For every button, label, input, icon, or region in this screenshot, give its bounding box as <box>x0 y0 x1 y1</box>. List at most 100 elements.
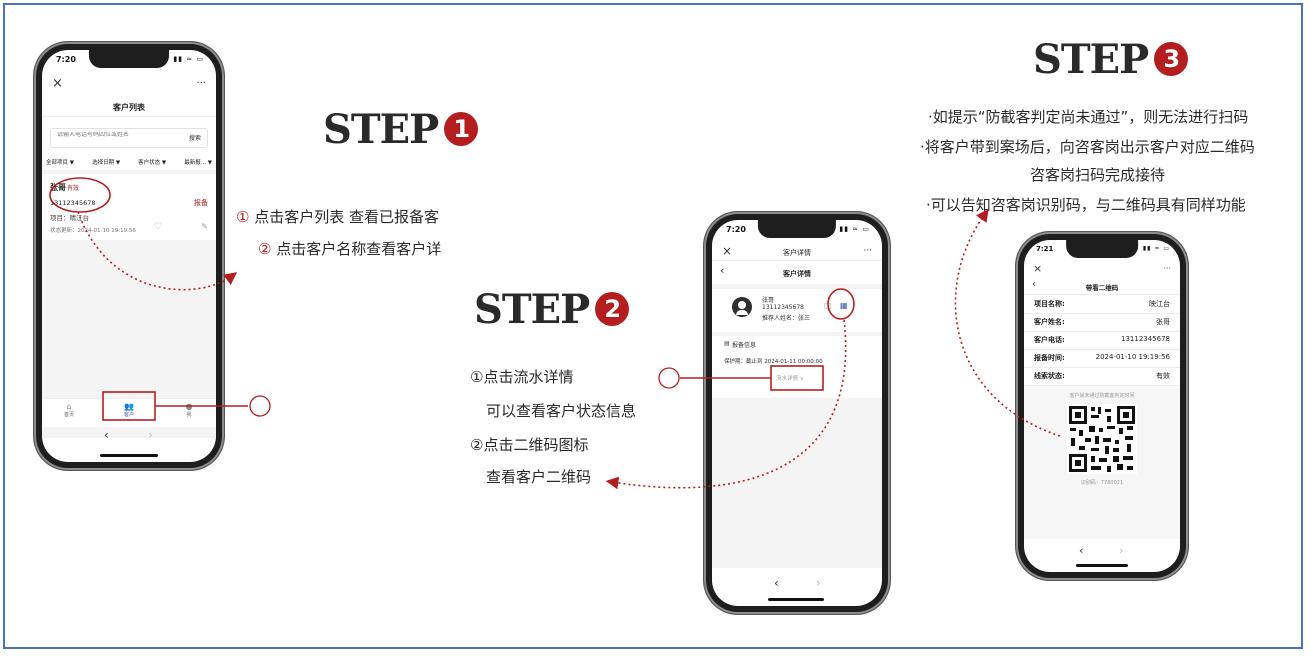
divider <box>712 260 882 261</box>
status-badge: 有效 <box>67 185 80 192</box>
step3-line3: 咨客岗扫码完成接待 <box>1030 166 1166 184</box>
qr-code-icon[interactable]: ▦ <box>840 301 848 310</box>
row-value: 有效 <box>1156 372 1170 380</box>
row-value: 2024-01-10 19:19:56 <box>1095 353 1170 361</box>
step1-line2-number: ② <box>258 240 272 258</box>
phone-screen: 7:20 ▮▮ ≈ ▭ × ··· 客户列表 搜索 全部项目 ▼ 选择日期 ▼ … <box>42 50 216 462</box>
page-title: 客户详情 <box>783 270 811 278</box>
step2-word: STEP <box>474 286 590 333</box>
step3-word: STEP <box>1033 36 1149 83</box>
close-icon[interactable]: × <box>722 244 733 258</box>
edit-icon[interactable]: ✎ <box>201 222 208 231</box>
step2-number: 2 <box>595 292 630 326</box>
bottom-nav: ⌂ 首页 👥 客户 ● 我 <box>42 398 216 427</box>
forward-arrow-icon[interactable]: › <box>816 576 821 590</box>
back-arrow-icon[interactable]: ‹ <box>1079 544 1084 557</box>
back-icon[interactable]: ‹ <box>720 264 725 277</box>
phone-notch <box>757 220 837 238</box>
close-icon[interactable]: × <box>52 76 63 91</box>
customer-phone: 13112345678 <box>762 304 804 311</box>
info-row: 客户电话: 13112345678 <box>1024 335 1180 350</box>
protect-period: 保护期：截止到 2024-01-11 00:00:00 <box>724 359 823 365</box>
filter-bar: 全部项目 ▼ 选择日期 ▼ 客户状态 ▼ 最新报... ▼ <box>46 158 212 166</box>
nav-customer-label: 客户 <box>123 412 134 418</box>
row-value: 13112345678 <box>1121 335 1170 343</box>
phone-customer-list: 7:20 ▮▮ ≈ ▭ × ··· 客户列表 搜索 全部项目 ▼ 选择日期 ▼ … <box>34 42 224 470</box>
divider <box>42 116 216 117</box>
step2-line3: ②点击二维码图标 <box>470 436 589 454</box>
customer-header: 张哥 13112345678 推荐人姓名：张三 ▢ ▦ <box>712 284 882 335</box>
phone-customer-detail: 7:20 ▮▮ ≈ ▭ × 客户详情 ··· ‹ 客户详情 张哥 1311234… <box>704 212 890 614</box>
close-icon[interactable]: × <box>1033 262 1043 275</box>
heart-icon[interactable]: ♡ <box>154 222 163 232</box>
home-indicator <box>768 598 824 601</box>
step1-number: 1 <box>444 112 479 146</box>
info-row: 项目名称: 映江台 <box>1024 299 1180 314</box>
home-icon: ⌂ <box>66 402 72 411</box>
flow-detail-label: 流水详情 <box>776 376 799 382</box>
info-row: 客户姓名: 张哥 <box>1024 317 1180 332</box>
filter-latest[interactable]: 最新报... ▼ <box>184 160 212 166</box>
customer-name: 张哥 <box>762 297 775 304</box>
status-icons: ▮▮ ≈ ▭ <box>1142 245 1170 252</box>
more-icon[interactable]: ··· <box>1163 264 1171 273</box>
customer-phone: 13112345678 <box>50 199 96 207</box>
report-label: 报备 <box>194 199 208 207</box>
phone-qr-code: 7:21 ▮▮ ≈ ▭ × ··· ‹ 带看二维码 项目名称:映江台 客户姓名:… <box>1016 232 1188 580</box>
row-value: 映江台 <box>1149 300 1170 308</box>
nav-me-label: 我 <box>186 412 192 418</box>
more-icon[interactable]: ··· <box>196 78 206 89</box>
report-info: 保护期：截止到 2024-01-11 00:00:00 流水详情 ∨ <box>712 354 882 398</box>
customer-card[interactable]: 张哥 有效 13112345678 报备 项目：晴江台 状态更新：2024-01… <box>42 174 216 240</box>
step1-line1: ① 点击客户列表 查看已报备客 <box>236 206 461 227</box>
step1-line2: ② 点击客户名称查看客户详 <box>258 238 461 259</box>
info-row: 线索状态:有效 <box>1024 371 1180 386</box>
step2-line1: ①点击流水详情 <box>470 368 574 386</box>
more-icon[interactable]: ··· <box>863 246 872 256</box>
search-input[interactable] <box>57 132 175 138</box>
step1-line2-text: 点击客户名称查看客户详 <box>276 240 442 258</box>
row-key: 项目名称: <box>1034 300 1065 308</box>
step3-number: 3 <box>1154 42 1189 76</box>
status-time: 7:20 <box>726 225 746 234</box>
nav-me[interactable]: ● 我 <box>176 402 202 418</box>
qr-note: 客户尚未通过防截客判定时间 <box>1069 393 1135 399</box>
customers-icon: 👥 <box>124 402 134 411</box>
customer-name[interactable]: 张哥 <box>50 183 66 192</box>
copy-icon[interactable]: ▢ <box>824 301 832 310</box>
back-arrow-icon[interactable]: ‹ <box>774 576 779 590</box>
avatar <box>732 297 752 317</box>
phone-screen: 7:20 ▮▮ ≈ ▭ × 客户详情 ··· ‹ 客户详情 张哥 1311234… <box>712 220 882 606</box>
nav-customer[interactable]: 👥 客户 <box>116 402 142 418</box>
flow-detail-button[interactable]: 流水详情 ∨ <box>776 376 804 382</box>
search-button[interactable]: 搜索 <box>188 135 201 142</box>
filter-project[interactable]: 全部项目 ▼ <box>46 160 74 166</box>
step3-line1: ·如提示“防截客判定尚未通过”，则无法进行扫码 <box>928 108 1249 126</box>
step2-line2: 可以查看客户状态信息 <box>486 402 637 420</box>
nav-home[interactable]: ⌂ 首页 <box>56 402 82 418</box>
phone-screen: 7:21 ▮▮ ≈ ▭ × ··· ‹ 带看二维码 项目名称:映江台 客户姓名:… <box>1024 240 1180 572</box>
row-value: 张哥 <box>1156 318 1170 326</box>
status-icons: ▮▮ ≈ ▭ <box>173 55 204 63</box>
customer-project: 项目：晴江台 <box>50 214 89 222</box>
forward-arrow-icon[interactable]: › <box>148 428 153 442</box>
row-key: 客户姓名: <box>1034 318 1065 326</box>
forward-arrow-icon[interactable]: › <box>1119 544 1124 557</box>
content-area <box>712 398 882 568</box>
filter-status[interactable]: 客户状态 ▼ <box>138 160 167 166</box>
back-arrow-icon[interactable]: ‹ <box>104 428 109 442</box>
step3-line4: ·可以告知咨客岗识别码，与二维码具有同样功能 <box>926 196 1246 214</box>
status-icons: ▮▮ ≈ ▭ <box>839 225 870 233</box>
divider <box>1024 294 1180 295</box>
row-key: 客户电话: <box>1034 336 1065 344</box>
search-box[interactable]: 搜索 <box>50 128 208 148</box>
filter-date[interactable]: 选择日期 ▼ <box>92 160 121 166</box>
row-key: 报备时间: <box>1034 354 1065 362</box>
window-title: 客户详情 <box>783 249 811 257</box>
section-title: 报备信息 <box>732 342 757 349</box>
recommender: 推荐人姓名：张三 <box>762 315 811 322</box>
step1-line1-number: ① <box>236 208 250 226</box>
